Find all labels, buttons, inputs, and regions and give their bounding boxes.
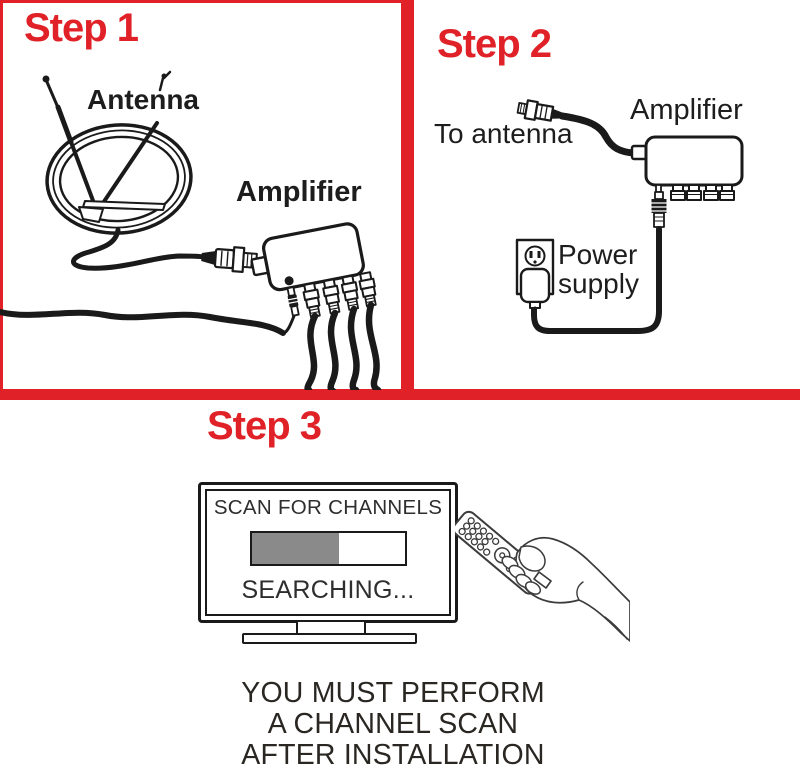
hand-icon [501,536,630,642]
remote-tip [533,571,552,589]
to-antenna-connector-icon [516,99,563,122]
power-supply-cable [531,226,662,334]
step1-illustration [0,70,382,390]
antenna-cable [71,227,207,271]
step2-amplifier-label: Amplifier [630,94,743,126]
tv-stand-base [242,633,417,644]
step1-title: Step 1 [24,6,139,50]
antenna-label: Antenna [87,84,199,115]
loop-antenna-icon [45,123,193,235]
red-border-left [0,0,3,400]
scan-progress-bar [249,531,407,566]
red-divider-vertical [401,0,414,400]
tv-scan-title: SCAN FOR CHANNELS [213,496,443,519]
step3-title: Step 3 [207,404,322,448]
footer-line-1: YOU MUST PERFORM [241,677,545,709]
antenna-rods-icon [42,70,172,145]
step1-amplifier-label: Amplifier [236,176,362,208]
red-divider-horizontal [0,389,800,400]
to-antenna-label: To antenna [434,118,573,149]
step2-output-ports-icon [670,184,735,201]
tv-status-text: SEARCHING... [241,576,415,604]
footer-line-3: AFTER INSTALLATION [241,739,545,771]
power-cord-long [0,309,286,336]
tv-screen: SCAN FOR CHANNELS SEARCHING... [205,489,451,616]
coax-connector-icon [201,246,258,273]
power-adapter-icon [519,267,551,319]
power-supply-label: Power supply [558,239,639,299]
footer-line-2: A CHANNEL SCAN [267,708,519,740]
power-plug-connector-icon [650,191,668,228]
step2-amplifier-icon [630,135,744,228]
progress-fill [251,533,339,564]
output-cables [304,301,382,390]
step1-amplifier-icon [250,222,377,319]
footer-warning: YOU MUST PERFORM A CHANNEL SCAN AFTER IN… [0,678,786,771]
step2-illustration [515,99,744,334]
step2-title: Step 2 [437,22,552,66]
antenna-feed-cable [558,112,638,157]
remote-hand-illustration [455,510,630,642]
red-border-top [0,0,414,3]
tv-icon: SCAN FOR CHANNELS SEARCHING... [198,482,458,623]
